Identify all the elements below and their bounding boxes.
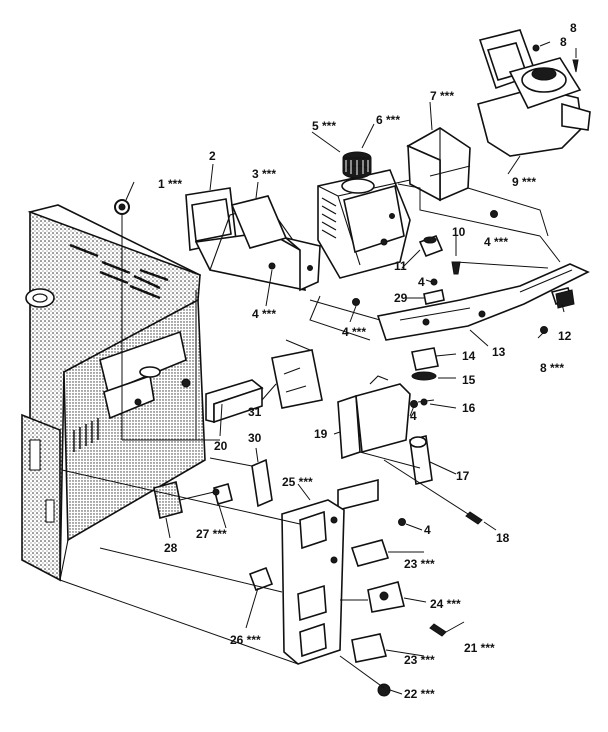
callout-5: 5 ***	[312, 119, 336, 133]
callout-24: 24 ***	[430, 597, 461, 611]
small-components	[153, 210, 575, 697]
callout-4-terminal: 4	[410, 409, 417, 423]
callout-15: 15	[462, 373, 476, 387]
callout-18: 18	[496, 531, 510, 545]
callout-25: 25 ***	[282, 475, 313, 489]
callout-11: 11	[394, 259, 407, 273]
callout-29: 29	[394, 291, 408, 305]
callout-8-right: 8	[570, 21, 577, 35]
callout-1: 1 ***	[158, 177, 182, 191]
callout-10: 10	[452, 225, 466, 239]
callout-9: 9 ***	[512, 175, 536, 189]
callout-27: 27 ***	[196, 527, 227, 541]
callout-23-upper: 23 ***	[404, 557, 435, 571]
callout-30: 30	[248, 431, 262, 445]
callout-16: 16	[462, 401, 476, 415]
waveguide-assembly	[185, 187, 321, 292]
callout-3: 3 ***	[252, 167, 276, 181]
callout-labels: 1 *** 2 3 *** 4 *** 4 *** 4 *** 4 4 4 5 …	[158, 21, 577, 701]
callout-20: 20	[214, 439, 228, 453]
support-rail	[376, 263, 590, 341]
leader-lines	[59, 165, 561, 689]
callout-4-waveguide: 4 ***	[252, 307, 276, 321]
callout-4-clip: 4	[418, 275, 425, 289]
callout-17: 17	[456, 469, 470, 483]
callout-23-lower: 23 ***	[404, 653, 435, 667]
callout-14: 14	[462, 349, 476, 363]
callout-2: 2	[209, 149, 216, 163]
callout-31: 31	[248, 405, 262, 419]
callout-6: 6 ***	[376, 113, 400, 127]
callout-28: 28	[164, 541, 178, 555]
callout-19: 19	[314, 427, 328, 441]
callout-4-lower: 4	[424, 523, 431, 537]
callout-26: 26 ***	[230, 633, 261, 647]
callout-21: 21 ***	[464, 641, 495, 655]
magnetron	[317, 151, 411, 279]
callout-8-top: 8	[560, 35, 567, 49]
callout-4-magnetron: 4 ***	[342, 325, 366, 339]
callout-22: 22 ***	[404, 687, 435, 701]
callout-4-bracket: 4 ***	[484, 235, 508, 249]
oven-cavity	[21, 199, 206, 582]
bracket-7	[406, 127, 471, 202]
callout-8-rail: 8 ***	[540, 361, 564, 375]
callout-7: 7 ***	[430, 89, 454, 103]
callout-13: 13	[492, 345, 506, 359]
fan-motor	[477, 29, 591, 157]
callout-12: 12	[558, 329, 572, 343]
callout-arrows	[125, 41, 577, 695]
